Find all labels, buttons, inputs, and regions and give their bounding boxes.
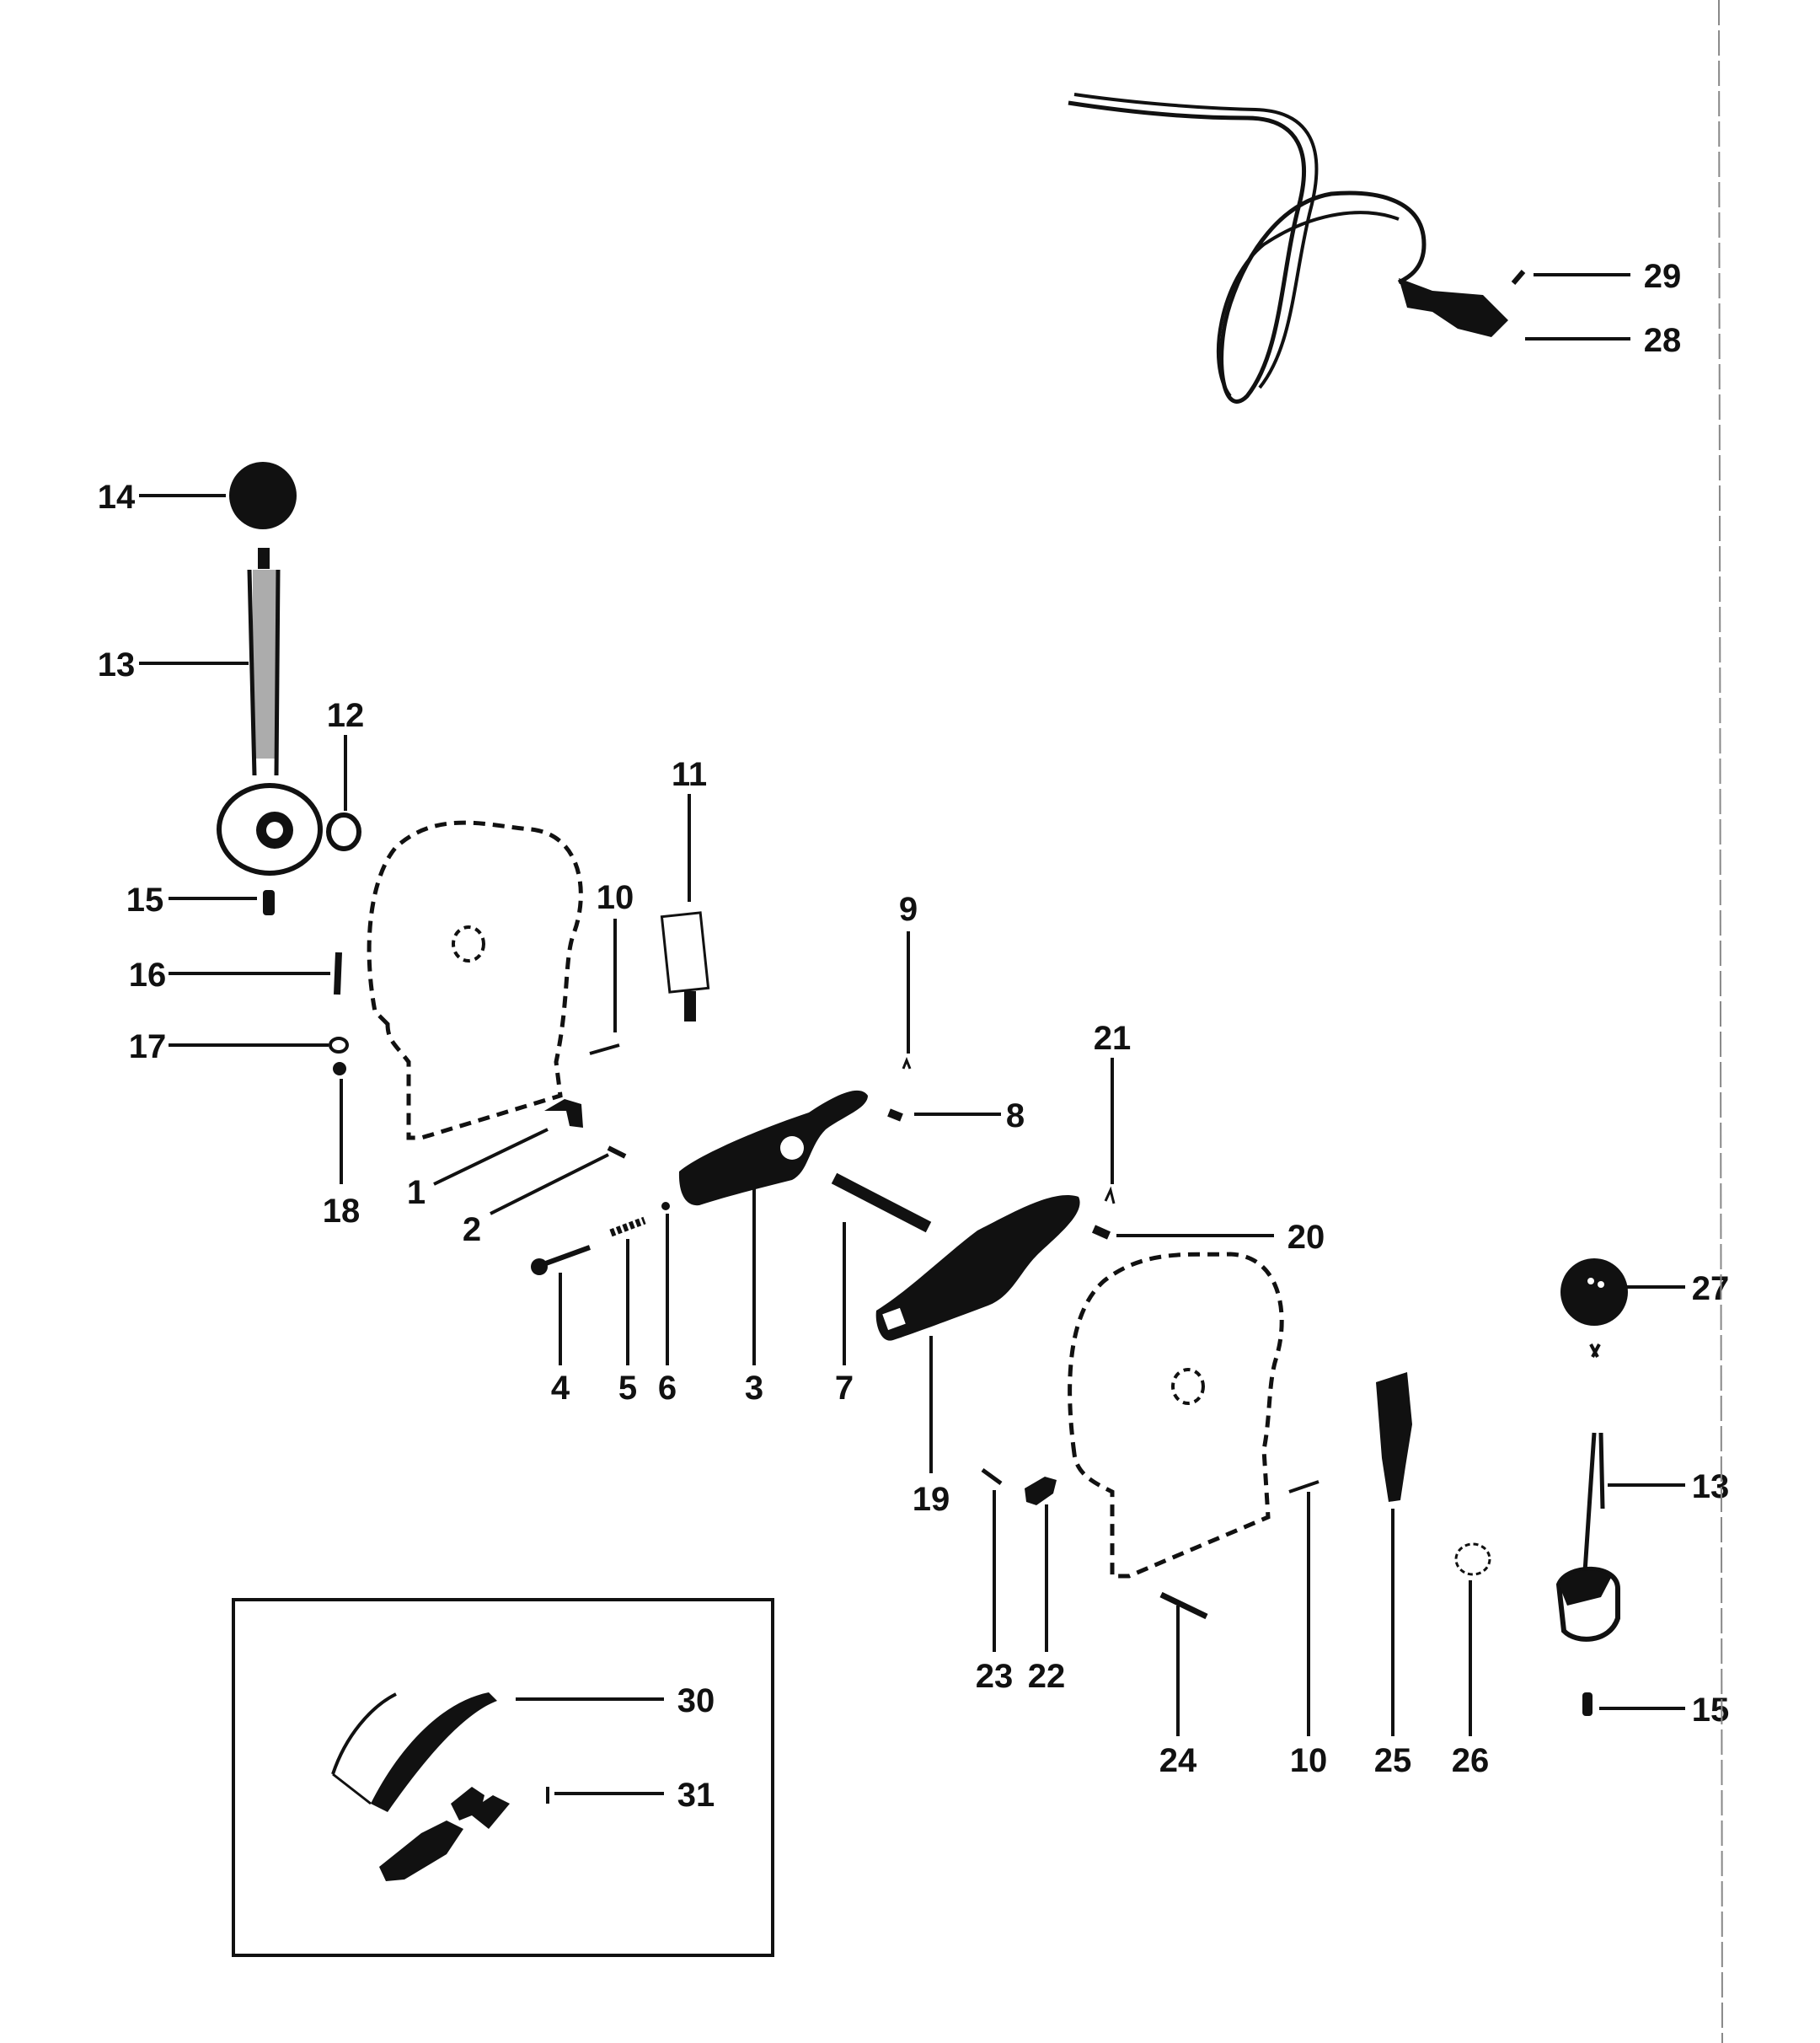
part-5-spring — [609, 1216, 646, 1237]
callout-30: 30 — [677, 1682, 715, 1719]
callout-3: 3 — [745, 1370, 763, 1407]
callout-4: 4 — [551, 1370, 570, 1407]
callout-31: 31 — [677, 1777, 715, 1814]
part-8-pin — [887, 1108, 903, 1122]
callout-9: 9 — [899, 891, 918, 928]
callout-27: 27 — [1692, 1270, 1730, 1307]
part-15-setscrew-left — [263, 890, 275, 915]
part-1-lever — [544, 1099, 583, 1128]
callout-6: 6 — [658, 1370, 677, 1407]
callout-11: 11 — [672, 756, 707, 793]
part-15-setscrew-right — [1582, 1692, 1592, 1716]
housing-right-outline — [1068, 1252, 1284, 1579]
callout-7: 7 — [835, 1370, 854, 1407]
part-25-plate — [1376, 1372, 1412, 1502]
part-14-knob — [229, 462, 297, 529]
part-13-lever-right — [1555, 1343, 1620, 1642]
part-31-bracket — [379, 1787, 510, 1881]
housing-right-hole — [1171, 1368, 1205, 1405]
part-16-screw — [334, 952, 342, 995]
callout-10-left: 10 — [597, 879, 634, 916]
callout-21: 21 — [1094, 1020, 1132, 1057]
callout-26: 26 — [1452, 1742, 1490, 1779]
callout-13-right: 13 — [1692, 1468, 1730, 1505]
callout-labels: 1 2 3 4 5 6 7 8 9 10 10 11 12 13 13 14 1… — [98, 258, 1730, 1814]
wire-harness — [1068, 93, 1508, 404]
callout-28: 28 — [1644, 322, 1682, 359]
part-20-pin — [1091, 1225, 1111, 1240]
part-6-ball — [661, 1202, 670, 1210]
callout-19: 19 — [913, 1481, 950, 1518]
part-29-pin — [1511, 270, 1526, 285]
part-21-clip — [1104, 1186, 1116, 1204]
part-4-bolt — [542, 1245, 592, 1267]
part-24-bolt — [1159, 1591, 1208, 1620]
part-2-screw — [607, 1145, 627, 1159]
callout-12: 12 — [327, 697, 365, 734]
callout-10-right: 10 — [1290, 1742, 1328, 1779]
housing-left-hole — [452, 925, 485, 963]
part-18-nut — [333, 1062, 346, 1075]
callout-24: 24 — [1159, 1742, 1197, 1779]
part-10-pin-right — [1288, 1480, 1320, 1493]
leader-lines — [139, 273, 1685, 1795]
callout-22: 22 — [1028, 1658, 1066, 1695]
part-26-ring — [1454, 1542, 1491, 1576]
part-23-screw — [981, 1467, 1003, 1486]
part-4-head — [531, 1258, 548, 1275]
part-17-washer — [329, 1037, 349, 1054]
callout-13-left: 13 — [98, 646, 136, 684]
part-27-knob — [1560, 1258, 1628, 1326]
inset-box — [232, 1598, 774, 1957]
callout-23: 23 — [976, 1658, 1014, 1695]
callout-2: 2 — [463, 1211, 481, 1248]
part-19-end — [882, 1307, 906, 1331]
part-7-rod — [831, 1172, 932, 1233]
callout-15-left: 15 — [126, 882, 164, 919]
scan-edge-line — [1718, 0, 1723, 2043]
callout-16: 16 — [129, 957, 167, 994]
callout-17: 17 — [129, 1028, 167, 1065]
part-11-plate — [660, 911, 710, 1022]
part-13-lever-left — [217, 548, 323, 876]
callout-25: 25 — [1374, 1742, 1412, 1779]
callout-8: 8 — [1006, 1097, 1025, 1134]
callout-1: 1 — [407, 1174, 426, 1211]
housing-left-outline — [367, 820, 583, 1140]
callout-29: 29 — [1644, 258, 1682, 295]
part-3-hub — [780, 1136, 804, 1160]
callout-15-right: 15 — [1692, 1692, 1730, 1729]
part-22-lever — [1025, 1477, 1057, 1505]
callout-18: 18 — [323, 1193, 361, 1230]
part-12-ring — [326, 812, 361, 851]
part-10-pin-left — [589, 1043, 620, 1055]
part-30-cover — [331, 1692, 497, 1812]
callout-20: 20 — [1287, 1219, 1325, 1256]
callout-5: 5 — [618, 1370, 637, 1407]
part-9-clip — [902, 1056, 912, 1070]
callout-14: 14 — [98, 479, 136, 516]
part-19-arm — [875, 1195, 1080, 1341]
part-3-arm — [678, 1090, 868, 1206]
